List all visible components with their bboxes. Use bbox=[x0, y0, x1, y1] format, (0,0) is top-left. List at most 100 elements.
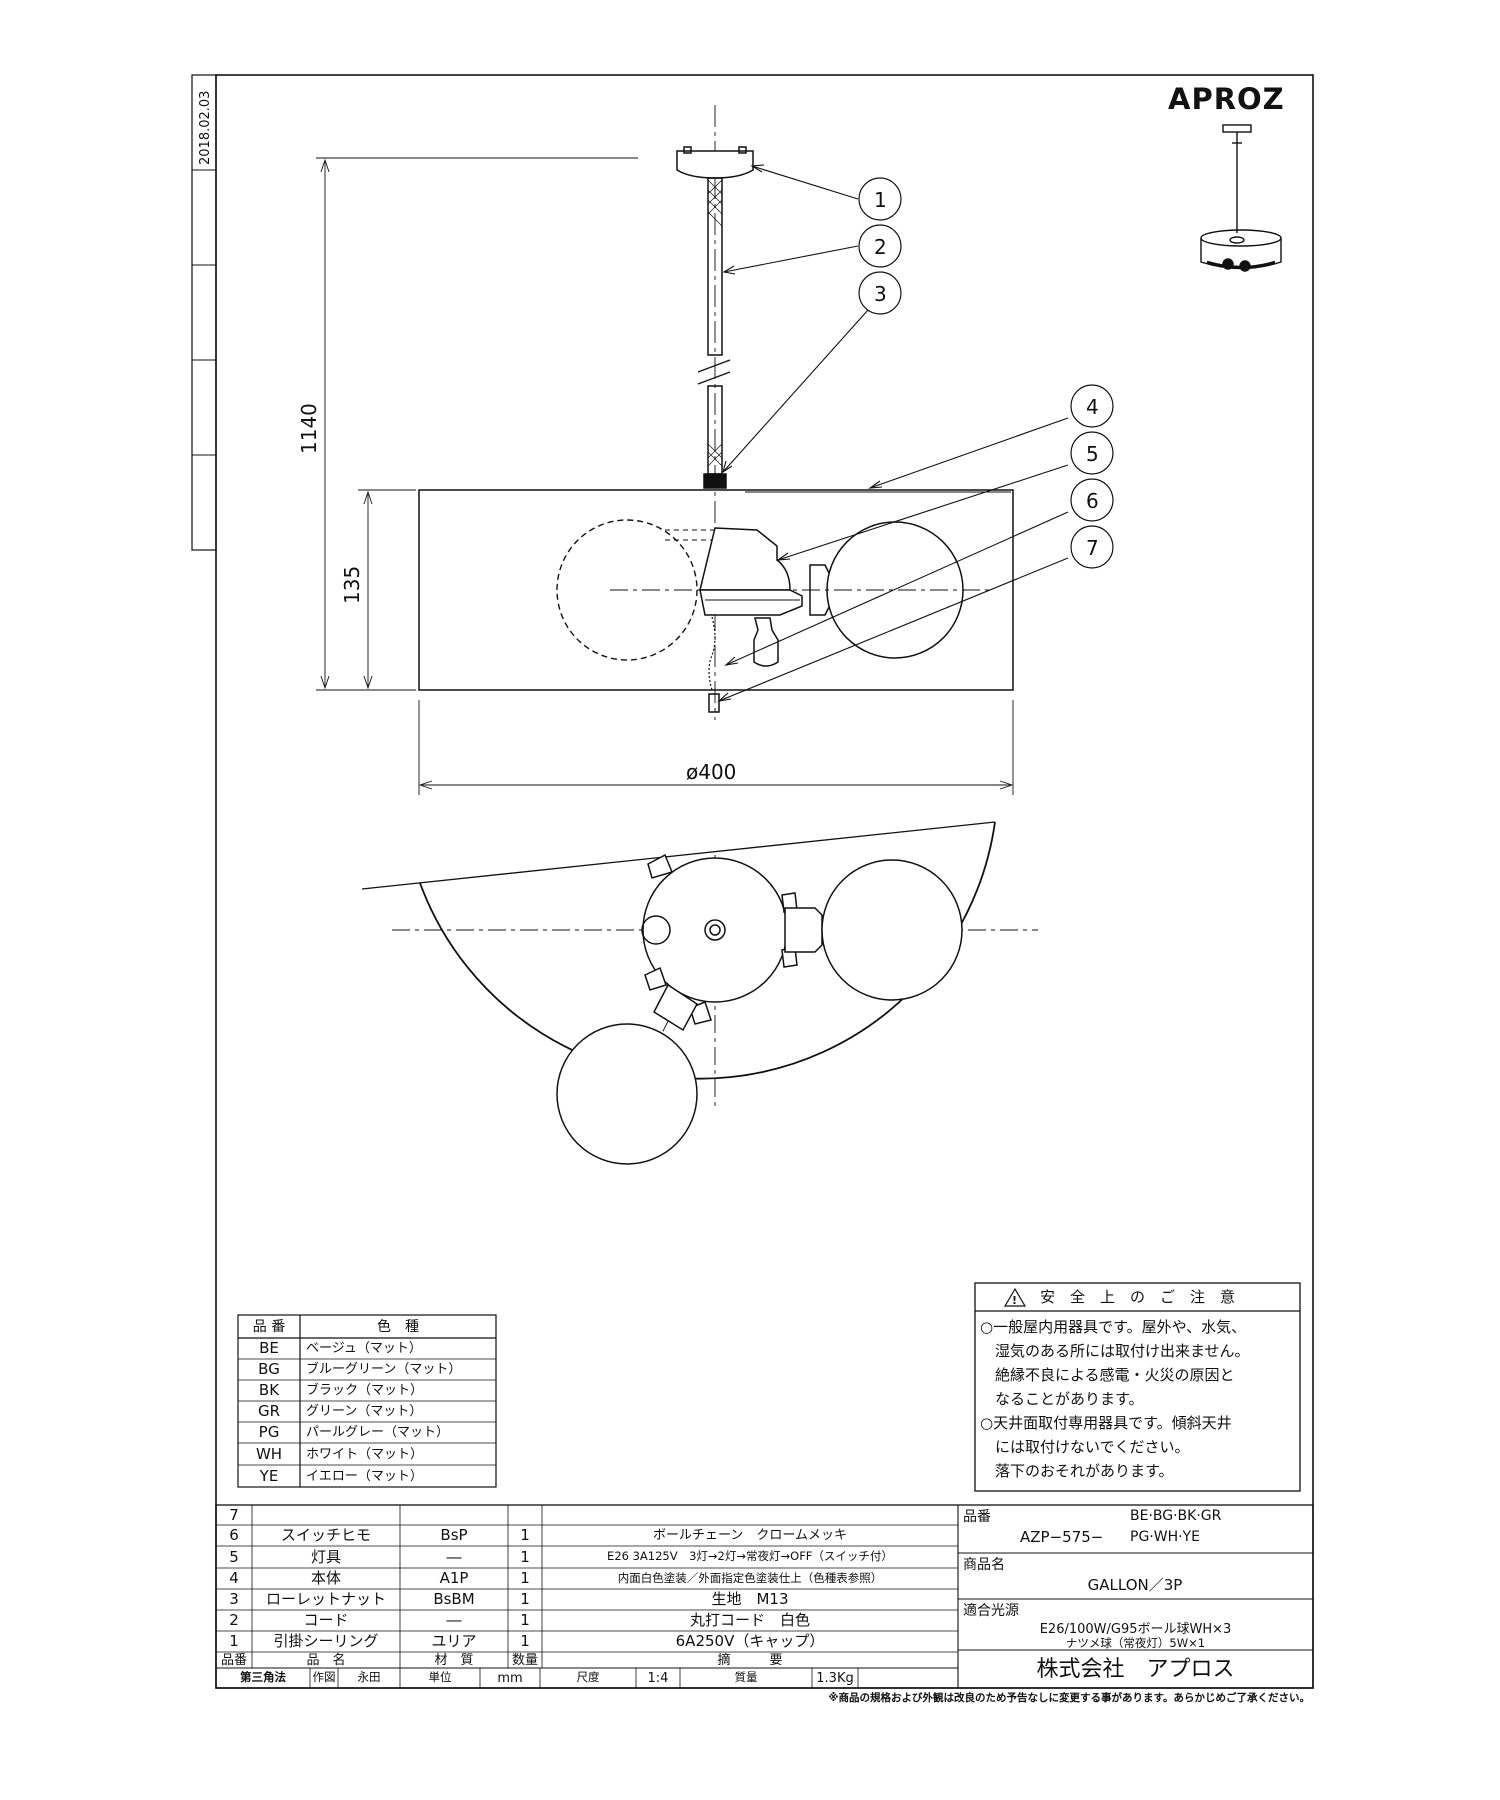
safety-line-5: ○天井面取付専用器具です。傾斜天井 bbox=[980, 1413, 1232, 1432]
part-qty-2: 1 bbox=[520, 1611, 530, 1629]
callout-7: 7 bbox=[1086, 536, 1099, 560]
part-name-1: 引掛シーリング bbox=[273, 1632, 379, 1650]
color-name-bk: ブラック（マット） bbox=[306, 1383, 424, 1398]
safety-line-7: 落下のおそれがあります。 bbox=[980, 1461, 1174, 1480]
part-number-prefix: AZP−575− bbox=[1020, 1527, 1104, 1546]
company-name: 株式会社 アプロス bbox=[1036, 1656, 1235, 1682]
part-spec-3: 生地 M13 bbox=[711, 1590, 789, 1608]
part-name-2: コード bbox=[303, 1611, 349, 1629]
warning-icon: ! bbox=[1012, 1294, 1017, 1307]
color-name-pg: パールグレー（マット） bbox=[306, 1425, 450, 1440]
safety-title: 安 全 上 の ご 注 意 bbox=[1040, 1288, 1236, 1306]
part-qty-6: 1 bbox=[520, 1526, 530, 1544]
drawn-label: 作図 bbox=[312, 1670, 336, 1685]
part-spec-1: 6A250V（キャップ） bbox=[675, 1632, 825, 1650]
parts-table-frame bbox=[215, 1504, 1314, 1689]
part-name-5: 灯具 bbox=[310, 1547, 341, 1566]
safety-line-3: 絶縁不良による感電・火災の原因と bbox=[980, 1365, 1235, 1384]
scale-value: 1:4 bbox=[647, 1670, 669, 1686]
part-qty-5: 1 bbox=[520, 1547, 530, 1566]
part-number-colors-2: PG·WH·YE bbox=[1130, 1529, 1200, 1545]
part-material-6: BsP bbox=[440, 1526, 468, 1544]
part-number-colors-1: BE·BG·BK·GR bbox=[1130, 1508, 1222, 1524]
part-qty-4: 1 bbox=[520, 1569, 530, 1587]
light-source-label: 適合光源 bbox=[963, 1603, 1019, 1619]
part-material-5: ― bbox=[446, 1547, 462, 1566]
color-code-be: BE bbox=[259, 1339, 279, 1357]
part-qty-1: 1 bbox=[520, 1632, 530, 1650]
part-qty-3: 1 bbox=[520, 1590, 530, 1608]
color-code-bk: BK bbox=[258, 1381, 280, 1399]
part-no-3: 3 bbox=[229, 1590, 239, 1608]
revision-strip: 2018.02.03 bbox=[191, 74, 217, 551]
callout-leaders bbox=[717, 164, 1069, 702]
part-no-7: 7 bbox=[229, 1505, 239, 1524]
parts-header-no: 品番 bbox=[220, 1652, 247, 1668]
color-code-bg: BG bbox=[258, 1360, 280, 1378]
revision-date: 2018.02.03 bbox=[198, 91, 213, 165]
color-table-frame bbox=[237, 1314, 497, 1488]
safety-line-2: 湿気のある所には取付け出来ません。 bbox=[980, 1341, 1250, 1360]
part-material-1: ユリア bbox=[431, 1632, 477, 1650]
dimension-shade-height: 135 bbox=[340, 566, 364, 604]
part-no-5: 5 bbox=[229, 1547, 239, 1566]
parts-header-material: 材 質 bbox=[434, 1652, 474, 1668]
dimension-total-height: 1140 bbox=[297, 403, 321, 454]
brand-logo: APROZ bbox=[1168, 82, 1285, 116]
part-spec-2: 丸打コード 白色 bbox=[689, 1611, 810, 1629]
dimension-diameter: ø400 bbox=[686, 760, 736, 784]
color-name-be: ベージュ（マット） bbox=[306, 1341, 422, 1356]
callout-1: 1 bbox=[874, 188, 887, 212]
color-code-ye: YE bbox=[259, 1466, 279, 1485]
safety-box-frame bbox=[974, 1282, 1301, 1492]
scale-label: 尺度 bbox=[576, 1670, 600, 1685]
part-no-1: 1 bbox=[229, 1632, 239, 1650]
part-material-3: BsBM bbox=[433, 1590, 475, 1608]
part-name-4: 本体 bbox=[310, 1569, 341, 1587]
color-code-wh: WH bbox=[255, 1444, 283, 1463]
callout-5: 5 bbox=[1086, 442, 1099, 466]
thumbnail-icon bbox=[1200, 124, 1282, 272]
part-number-label: 品番 bbox=[963, 1509, 991, 1525]
callout-2: 2 bbox=[874, 235, 887, 259]
part-spec-5: E26 3A125V 3灯→2灯→常夜灯→OFF（スイッチ付） bbox=[607, 1549, 893, 1564]
elevation-view bbox=[316, 105, 1014, 795]
disclaimer-note: ※商品の規格および外観は改良のため予告なしに変更する事があります。あらかじめご了… bbox=[828, 1691, 1310, 1704]
projection-method: 第三角法 bbox=[240, 1670, 286, 1685]
color-name-gr: グリーン（マット） bbox=[306, 1404, 423, 1419]
drawn-by: 永田 bbox=[357, 1670, 381, 1685]
mass-value: 1.3Kg bbox=[816, 1670, 854, 1686]
light-source-main: E26/100W/G95ボール球WH×3 bbox=[1039, 1621, 1232, 1637]
part-name-6: スイッチヒモ bbox=[280, 1526, 371, 1544]
safety-line-6: には取付けないでください。 bbox=[980, 1437, 1190, 1456]
part-material-4: A1P bbox=[439, 1569, 469, 1587]
parts-header-name: 品 名 bbox=[306, 1652, 346, 1668]
color-header-name: 色 種 bbox=[377, 1319, 419, 1335]
part-spec-6: ボールチェーン クロームメッキ bbox=[653, 1528, 847, 1543]
parts-header-spec: 摘 要 bbox=[717, 1652, 783, 1668]
color-code-pg: PG bbox=[258, 1423, 280, 1441]
callout-6: 6 bbox=[1086, 489, 1099, 513]
unit-value: mm bbox=[497, 1670, 523, 1686]
color-name-wh: ホワイト（マット） bbox=[306, 1446, 424, 1462]
callout-3: 3 bbox=[874, 282, 887, 306]
color-name-bg: ブルーグリーン（マット） bbox=[306, 1362, 462, 1377]
product-name-label: 商品名 bbox=[963, 1557, 1005, 1573]
part-spec-4: 内面白色塗装／外面指定色塗装仕上（色種表参照） bbox=[617, 1570, 883, 1585]
color-name-ye: イエロー（マット） bbox=[306, 1468, 423, 1484]
plan-view bbox=[361, 821, 1038, 1165]
color-code-gr: GR bbox=[257, 1402, 281, 1420]
part-name-3: ローレットナット bbox=[265, 1590, 386, 1608]
product-name: GALLON／3P bbox=[1087, 1575, 1183, 1594]
part-no-6: 6 bbox=[229, 1526, 239, 1544]
parts-header-qty: 数量 bbox=[511, 1652, 538, 1668]
safety-line-1: ○一般屋内用器具です。屋外や、水気、 bbox=[980, 1317, 1247, 1336]
part-no-2: 2 bbox=[229, 1611, 239, 1629]
callout-4: 4 bbox=[1086, 395, 1099, 419]
callout-bubbles: 1 2 3 4 5 6 7 bbox=[858, 177, 1114, 569]
part-no-4: 4 bbox=[229, 1569, 239, 1587]
color-header-code: 品 番 bbox=[252, 1319, 286, 1335]
light-source-night: ナツメ球（常夜灯）5W×1 bbox=[1065, 1635, 1206, 1650]
mass-label: 質量 bbox=[734, 1670, 758, 1685]
